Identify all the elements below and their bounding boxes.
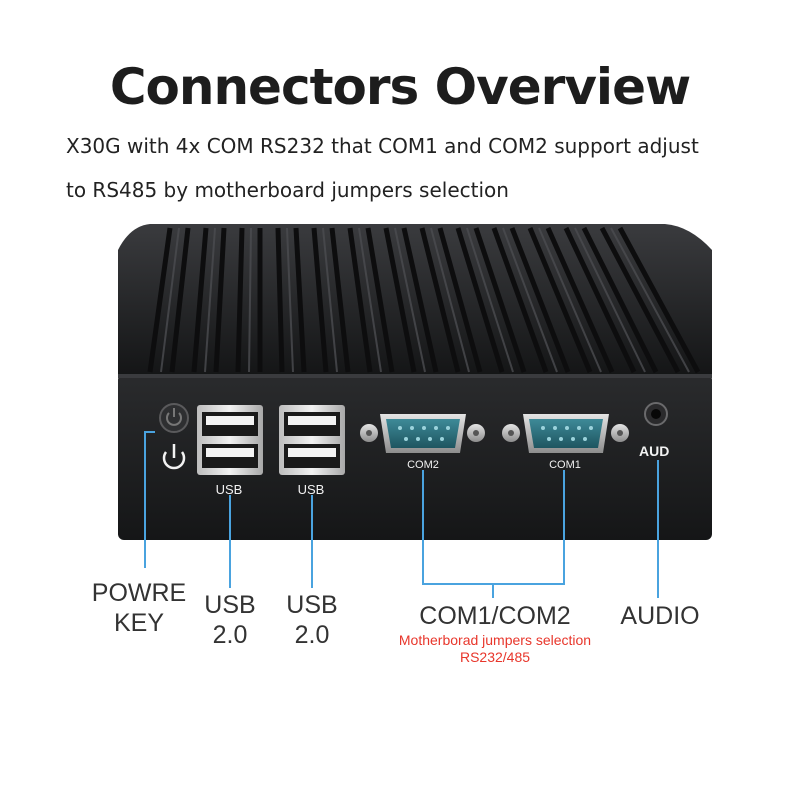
power-callout-line-1: POWRE bbox=[91, 579, 187, 607]
com1-serial-port[interactable] bbox=[502, 414, 629, 453]
com2-printed-label: COM2 bbox=[407, 459, 439, 471]
audio-callout: AUDIO bbox=[620, 602, 700, 630]
power-callout-line-2: KEY bbox=[113, 609, 165, 637]
usb-left-printed-label: USB bbox=[215, 482, 243, 497]
usb-right-printed-label: USB bbox=[297, 482, 325, 497]
audio-jack[interactable] bbox=[644, 402, 668, 426]
usb-port-stack-right[interactable] bbox=[279, 405, 345, 475]
power-icon bbox=[162, 444, 186, 470]
leader-lines bbox=[144, 431, 659, 598]
aud-printed-label: AUD bbox=[639, 443, 670, 459]
power-key-callout: POWRE KEY bbox=[80, 578, 198, 638]
com-callout: COM1/COM2 bbox=[419, 602, 571, 630]
description-line-2: to RS485 by motherboard jumpers selectio… bbox=[66, 178, 509, 202]
com-note-line-2: RS232/485 bbox=[459, 649, 531, 665]
com-note-line-1: Motherborad jumpers selection bbox=[398, 632, 592, 648]
description-line-1: X30G with 4x COM RS232 that COM1 and COM… bbox=[66, 134, 699, 158]
heatsink-fins bbox=[118, 224, 712, 376]
page-title: Connectors Overview bbox=[109, 58, 691, 116]
usb-callout-2-line-2: 2.0 bbox=[294, 621, 330, 649]
usb-port-stack-left[interactable] bbox=[197, 405, 263, 475]
usb-callout-1-line-2: 2.0 bbox=[212, 621, 248, 649]
usb-callout-2-line-1: USB bbox=[286, 591, 338, 619]
usb-callout-2: USB 2.0 bbox=[277, 590, 347, 650]
com1-printed-label: COM1 bbox=[549, 459, 581, 471]
usb-callout-1-line-1: USB bbox=[204, 591, 256, 619]
com2-serial-port[interactable] bbox=[360, 414, 485, 453]
usb-callout-1: USB 2.0 bbox=[195, 590, 265, 650]
com-note: Motherborad jumpers selection RS232/485 bbox=[370, 632, 620, 666]
power-button[interactable] bbox=[159, 403, 189, 433]
